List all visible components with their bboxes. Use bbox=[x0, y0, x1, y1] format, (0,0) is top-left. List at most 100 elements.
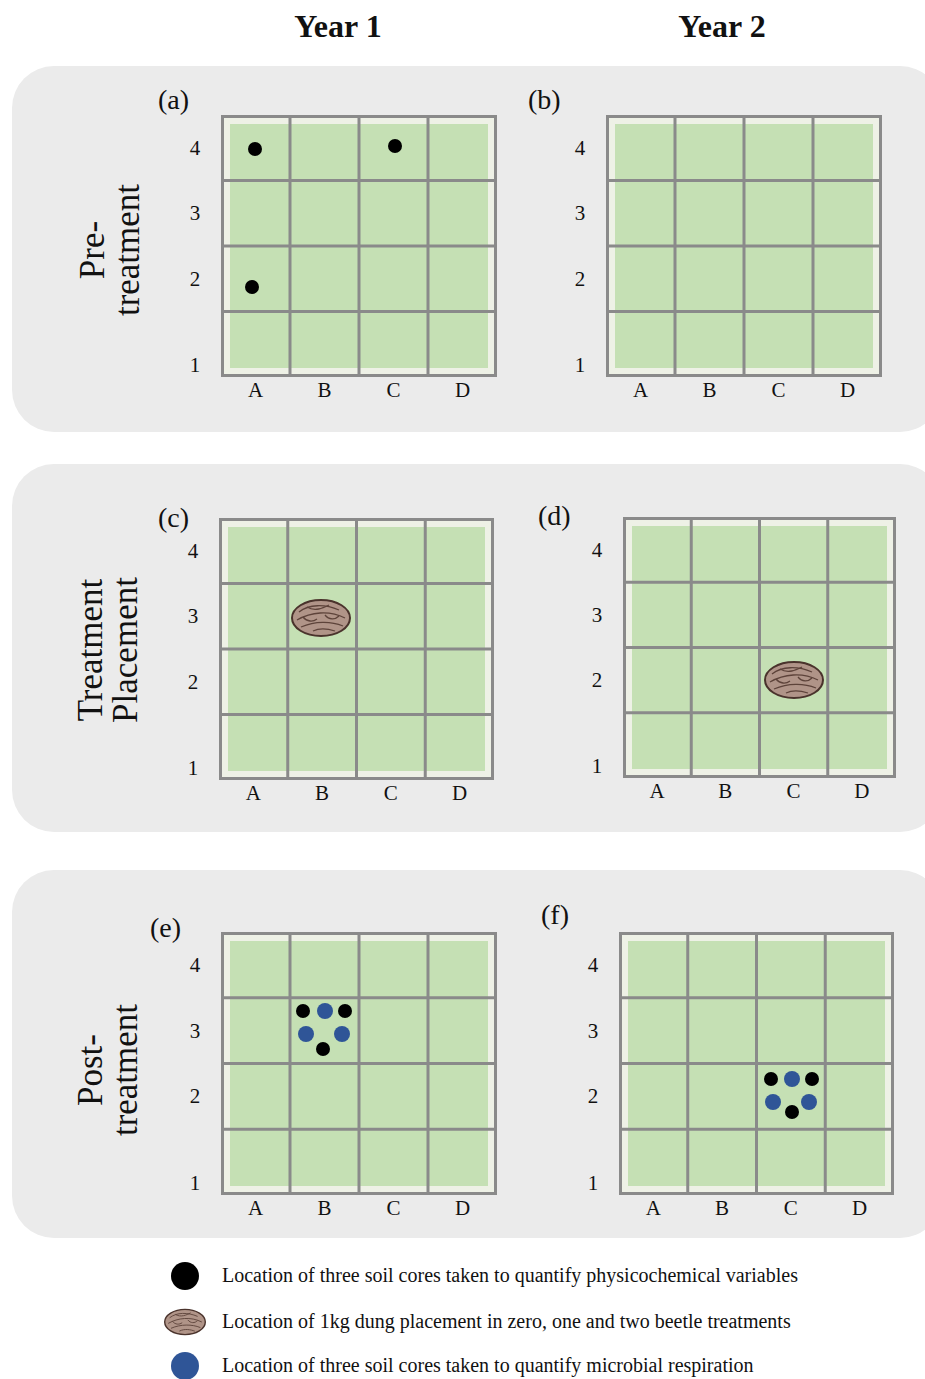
dung-pat bbox=[292, 600, 350, 636]
plot-grid: (b)4321ABCD bbox=[606, 115, 882, 377]
dung-texture bbox=[171, 1325, 200, 1328]
grid-border bbox=[221, 520, 493, 779]
axis-label: 1 bbox=[190, 353, 201, 378]
dung-texture bbox=[786, 691, 808, 693]
grid-line bbox=[606, 245, 882, 248]
physicochemical-core bbox=[785, 1105, 799, 1119]
axis-label: 2 bbox=[592, 668, 603, 693]
plot-grid: (a)4321ABCD bbox=[221, 115, 497, 377]
row-panel: Pre-treatment(a)4321ABCD(b)4321ABCD bbox=[12, 66, 925, 432]
grid-line bbox=[623, 646, 896, 649]
axis-label: C bbox=[386, 1196, 400, 1221]
grid-border bbox=[621, 934, 893, 1194]
axis-label: 3 bbox=[190, 1018, 201, 1043]
axis-label: 2 bbox=[190, 266, 201, 291]
dung-body bbox=[765, 662, 823, 698]
legend-dot bbox=[171, 1352, 199, 1379]
grid-border bbox=[223, 117, 496, 376]
axis-label: 3 bbox=[588, 1018, 599, 1043]
dung-body bbox=[292, 600, 350, 636]
respiration-core bbox=[784, 1071, 800, 1087]
axis-label: C bbox=[384, 781, 398, 806]
axis-label: D bbox=[452, 781, 467, 806]
axis-label: 1 bbox=[190, 1171, 201, 1196]
dung-texture bbox=[325, 615, 339, 619]
physicochemical-core bbox=[245, 280, 259, 294]
dung-texture bbox=[313, 629, 335, 631]
respiration-core bbox=[801, 1094, 817, 1110]
axis-label: 4 bbox=[190, 952, 201, 977]
dung-texture bbox=[179, 1329, 194, 1331]
plot-grid: (f)4321ABCD bbox=[619, 932, 894, 1195]
dung-texture bbox=[772, 668, 812, 674]
axis-label: D bbox=[455, 378, 470, 403]
legend-text: Location of three soil cores taken to qu… bbox=[222, 1264, 798, 1287]
panel-letter: (b) bbox=[528, 84, 561, 116]
axis-label: A bbox=[248, 378, 263, 403]
grid-line bbox=[619, 1062, 894, 1065]
dung-texture bbox=[780, 667, 802, 671]
legend-swatch bbox=[155, 1346, 215, 1379]
axis-label: 3 bbox=[575, 201, 586, 226]
grid-line bbox=[427, 932, 430, 1195]
axis-label: 4 bbox=[592, 537, 603, 562]
grid-drawing bbox=[221, 932, 497, 1195]
physicochemical-core bbox=[316, 1042, 330, 1056]
axis-label: B bbox=[702, 378, 716, 403]
dung-texture bbox=[301, 622, 343, 627]
panel-letter: (f) bbox=[541, 899, 569, 931]
axis-label: B bbox=[718, 779, 732, 804]
row-panel: Post-treatment(e)4321ABCD(f)4321ABCD bbox=[12, 870, 925, 1238]
respiration-core bbox=[298, 1026, 314, 1042]
grid-drawing bbox=[606, 115, 882, 377]
dung-texture bbox=[168, 1318, 202, 1323]
dung-pat bbox=[765, 662, 823, 698]
grid-line bbox=[221, 310, 497, 313]
grid-line bbox=[221, 1128, 497, 1131]
grid-line bbox=[221, 1062, 497, 1065]
dung-texture bbox=[188, 1320, 198, 1323]
grid-line bbox=[219, 713, 494, 716]
panel-letter: (d) bbox=[538, 500, 571, 532]
dung-texture bbox=[307, 605, 329, 609]
grid-drawing bbox=[221, 115, 497, 377]
legend-dot bbox=[171, 1262, 199, 1290]
axis-label: 1 bbox=[588, 1171, 599, 1196]
grid-border bbox=[608, 117, 881, 376]
row-panel: Treatment Placement(c)4321ABCD(d)4321ABC… bbox=[12, 464, 925, 832]
grid-line bbox=[219, 648, 494, 651]
dung-texture bbox=[798, 677, 812, 681]
axis-label: C bbox=[784, 1196, 798, 1221]
plot-grid: (e)4321ABCD bbox=[221, 932, 497, 1195]
column-header: Year 1 bbox=[294, 8, 381, 45]
physicochemical-core bbox=[805, 1072, 819, 1086]
axis-label: 3 bbox=[188, 604, 199, 629]
dung-texture bbox=[776, 679, 790, 683]
physicochemical-core bbox=[296, 1004, 310, 1018]
axis-label: B bbox=[317, 378, 331, 403]
legend-swatch bbox=[155, 1302, 215, 1342]
axis-label: 2 bbox=[188, 669, 199, 694]
grid-line bbox=[424, 518, 427, 780]
physicochemical-core bbox=[388, 139, 402, 153]
axis-label: B bbox=[715, 1196, 729, 1221]
grid-line bbox=[824, 932, 827, 1195]
dung-body bbox=[165, 1309, 206, 1334]
grid-drawing bbox=[619, 932, 894, 1195]
axis-label: C bbox=[771, 378, 785, 403]
grid-line bbox=[221, 245, 497, 248]
axis-label: 1 bbox=[188, 756, 199, 781]
legend-text: Location of 1kg dung placement in zero, … bbox=[222, 1310, 791, 1333]
grid-drawing bbox=[623, 517, 896, 778]
respiration-core bbox=[765, 1094, 781, 1110]
row-label: Treatment Placement bbox=[73, 560, 143, 740]
axis-label: A bbox=[633, 378, 648, 403]
panel-letter: (a) bbox=[158, 84, 189, 116]
grid-border bbox=[625, 519, 895, 777]
respiration-core bbox=[317, 1003, 333, 1019]
physicochemical-core bbox=[764, 1072, 778, 1086]
grid-line bbox=[826, 517, 829, 778]
grid-line bbox=[623, 711, 896, 714]
axis-label: D bbox=[840, 378, 855, 403]
axis-label: 3 bbox=[190, 201, 201, 226]
